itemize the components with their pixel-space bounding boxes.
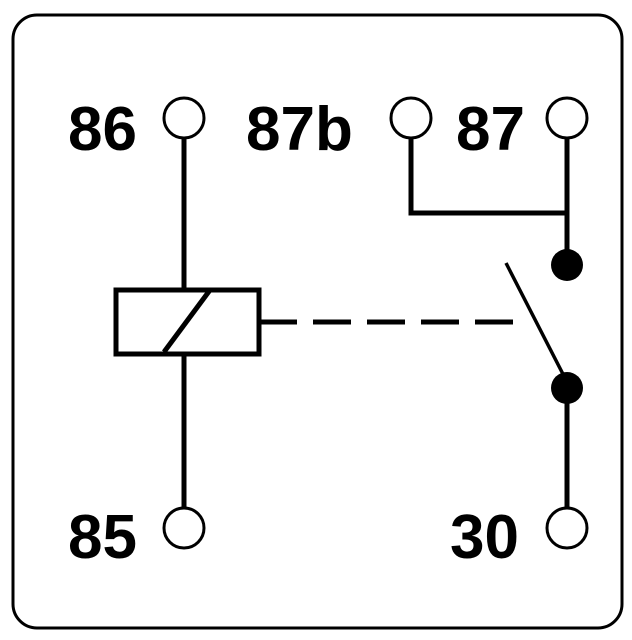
contact-dot-upper (551, 249, 583, 281)
terminal-86-icon (162, 96, 206, 140)
terminal-85-icon (162, 506, 206, 550)
terminal-label-86: 86 (68, 95, 137, 164)
terminal-87-icon (545, 96, 589, 140)
contact-dot-lower (551, 372, 583, 404)
coil-diagonal (161, 288, 213, 354)
wire-87b (408, 138, 567, 216)
terminal-label-87: 87 (456, 95, 525, 164)
terminal-87b-icon (389, 96, 433, 140)
terminal-30-icon (545, 506, 589, 550)
terminal-label-85: 85 (68, 503, 137, 572)
switch-arm (504, 262, 568, 381)
terminal-label-30: 30 (450, 503, 519, 572)
terminal-label-87b: 87b (246, 95, 353, 164)
